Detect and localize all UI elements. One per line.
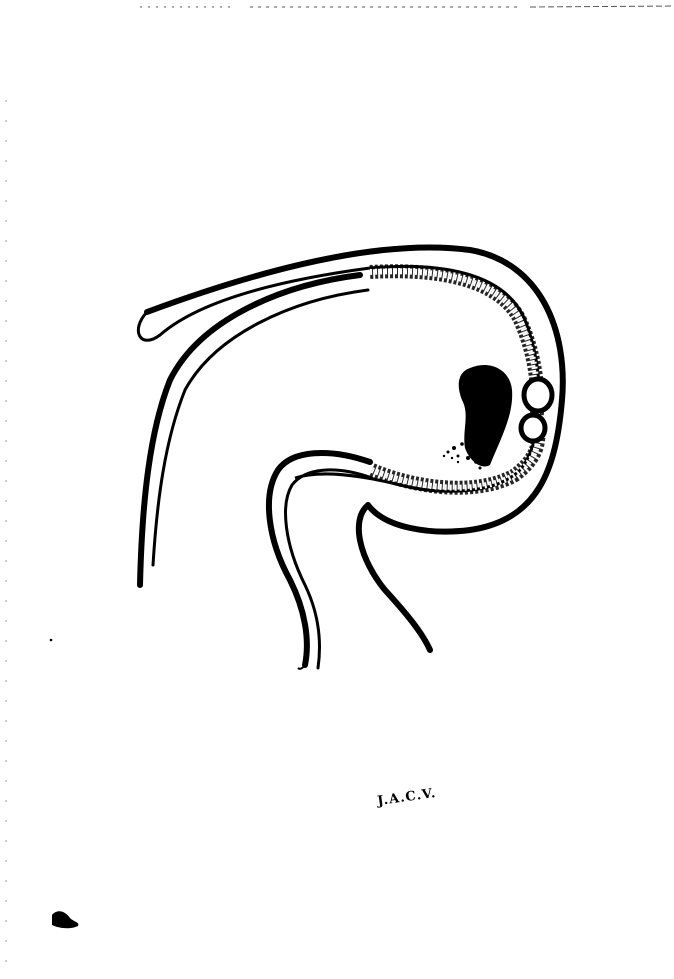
wall-bulge-lower xyxy=(521,415,545,441)
scan-edge-marks xyxy=(6,6,674,979)
granular-layer-upper-fill xyxy=(370,271,537,430)
dark-mass-icon xyxy=(459,365,512,467)
lower-loop-inner xyxy=(286,470,372,668)
wall-bulge-upper xyxy=(524,379,552,411)
left-descending-limb-inner xyxy=(153,290,368,565)
ink-blot-icon xyxy=(52,911,78,928)
stray-dot xyxy=(50,639,53,642)
tail-stroke xyxy=(298,665,305,669)
granular-layer-lower-fill xyxy=(372,428,538,488)
granular-layer-upper xyxy=(370,271,537,430)
outer-wall-line xyxy=(147,247,563,650)
